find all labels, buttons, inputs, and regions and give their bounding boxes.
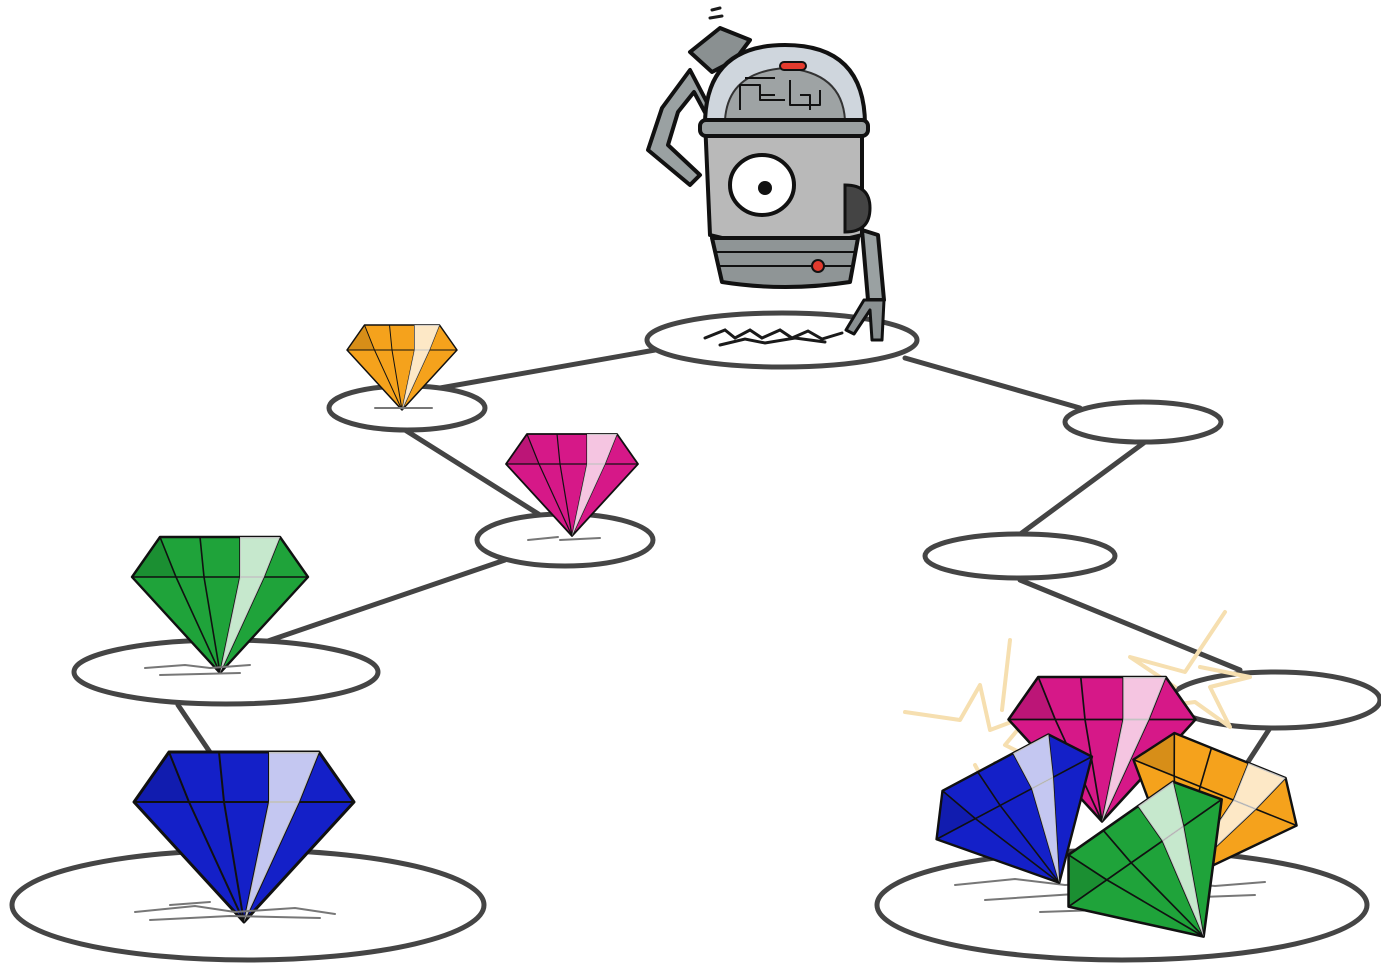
node-R3 [1167,669,1381,731]
robot-red-light [811,259,825,273]
robot-scratching-head-icon [646,6,886,342]
blue-gem-shadow [134,901,336,921]
node-root-shadow [703,328,844,347]
treasure-pile [903,610,1313,966]
robot-ear [843,183,872,234]
edge-root-L1 [437,347,658,391]
edge-R1-R2 [1012,439,1148,541]
robot-base [710,236,860,289]
robot-antenna-light [779,61,807,71]
robot-hand-icon [688,26,752,74]
node-R1 [1062,399,1224,445]
edge-R2-R3 [1017,577,1243,673]
sparkle-top-icon [1000,638,1012,712]
robot-collar [698,118,870,138]
robot-base-bands [716,251,854,267]
robot-brain-circuits [739,77,821,110]
robot-lowered-arm [860,228,886,302]
scratch-marks-icon [708,6,724,20]
edge-L1-L2 [402,427,543,518]
magenta-gem-shadow [527,536,601,541]
edges [175,347,1273,785]
robot-claw-icon [844,298,886,342]
edge-root-R1 [902,355,1083,411]
robot-raised-arm [646,68,714,187]
edge-L2-L3 [262,557,508,645]
node-R2 [922,531,1118,581]
green-gem-shadow [144,663,251,676]
robot-pupil [758,181,772,195]
